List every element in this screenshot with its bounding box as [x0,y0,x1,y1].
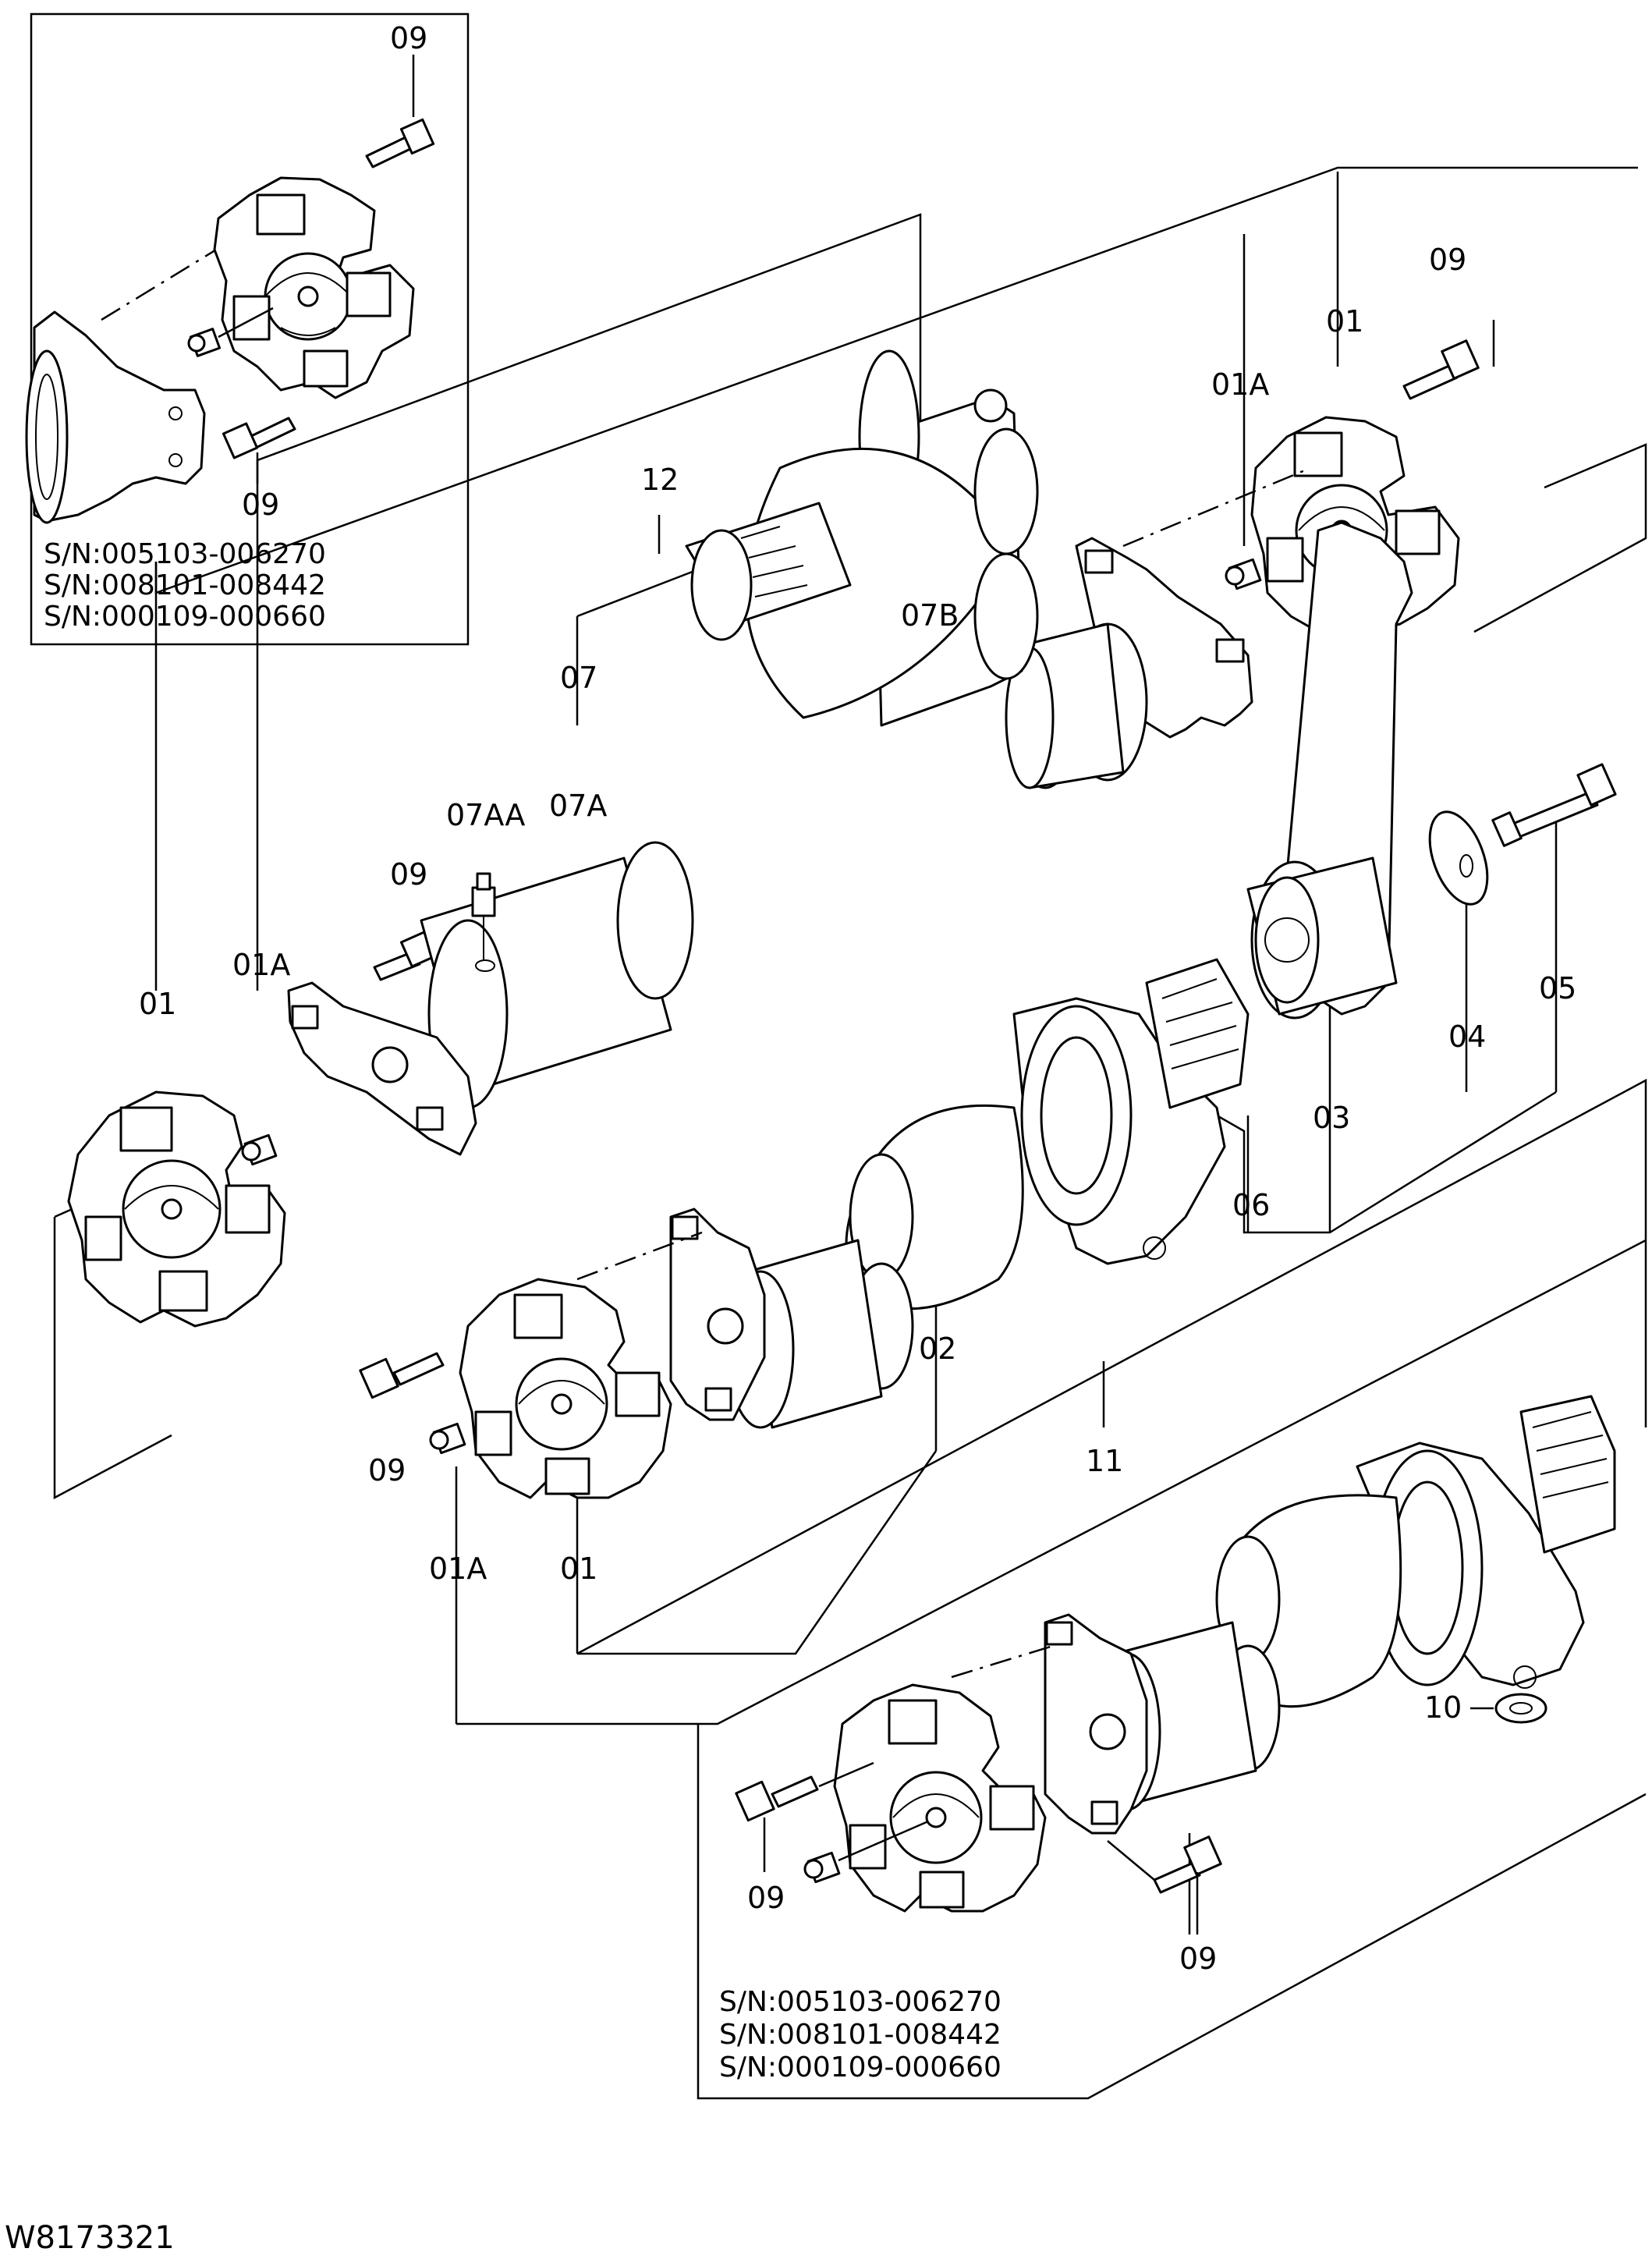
callout-10: 10 [1424,1690,1462,1725]
inset-yoke [25,310,206,524]
callout-bot-09-right: 09 [1179,1942,1217,1976]
top-inset: 09 09 S/N:005103-006270 S/N:008101-00844… [25,12,470,646]
middle-grease-nipple [429,1422,466,1455]
callout-inset-09-upper: 09 [390,21,427,55]
upper-shaft-07b [685,349,1039,727]
flange-yoke-03 [1246,521,1413,1020]
callout-11: 11 [1086,1444,1123,1478]
left-spider-coupling [67,1090,286,1328]
callout-05: 05 [1539,971,1576,1005]
slip-sleeve-07a [287,841,694,1156]
callout-03: 03 [1313,1101,1350,1135]
sn-note-top-3: S/N:000109-000660 [44,601,326,633]
bottom-bolt-right [1107,1835,1222,1894]
bottom-grease-nipple [803,1820,929,1884]
callout-right-01: 01 [1326,304,1363,339]
callout-07aa: 07AA [446,798,525,832]
callout-right-01a: 01A [1211,367,1269,402]
callout-left-01a: 01A [232,948,290,982]
right-grease-nipple [1122,466,1311,590]
callout-07: 07 [560,661,597,695]
left-grease-nipple [241,1133,278,1166]
sn-note-bottom-1: S/N:005103-006270 [719,1986,1001,2018]
sn-note-bottom-2: S/N:008101-008442 [719,2019,1001,2051]
callout-inset-09-lower: 09 [242,488,279,522]
callout-07b: 07B [901,598,959,633]
inset-spider-coupling [213,176,415,399]
washer-04 [1428,810,1489,906]
center-bearing-06 [1012,958,1250,1265]
inset-bolt-lower [222,417,296,459]
sn-note-top-1: S/N:005103-006270 [44,538,326,570]
upper-yoke-07b [1005,537,1253,789]
callout-02: 02 [919,1332,956,1366]
center-shaft-02 [669,1104,1024,1429]
bottom-inset: S/N:005103-006270 S/N:008101-008442 S/N:… [719,1395,1616,2083]
bottom-shaft [1044,1494,1402,1835]
sn-note-top-2: S/N:008101-008442 [44,569,326,601]
callout-06: 06 [1232,1188,1270,1222]
bottom-spider-coupling [833,1683,1047,1913]
right-bolt [1402,339,1480,400]
callout-bot-09-left: 09 [747,1881,785,1915]
inset-bolt-upper [365,118,435,168]
callout-left-01: 01 [139,987,176,1021]
callout-mid-09: 09 [368,1453,406,1488]
drawing-code: W8173321 [5,2220,175,2256]
washer-10 [1470,1693,1547,1724]
callout-mid-01a: 01A [429,1552,487,1586]
bolt-05 [1491,763,1617,847]
leader-lines [53,166,1647,2100]
callout-mid-01: 01 [560,1552,597,1586]
middle-bolt [359,1352,445,1399]
sn-note-bottom-3: S/N:000109-000660 [719,2052,1001,2083]
callout-left-09: 09 [390,857,427,892]
callout-07a: 07A [549,789,607,823]
inset-grease-nipple [187,307,274,357]
bottom-bolt-left [735,1761,874,1822]
grease-fitting-07aa [471,872,496,972]
callout-right-09: 09 [1429,243,1466,277]
callout-labels: 09 01 01A 12 07B 07 07AA 07A 09 01A 01 0… [139,243,1576,1976]
callout-12: 12 [641,463,679,497]
bottom-bearing [1356,1395,1616,1689]
middle-spider-coupling [459,1278,672,1499]
callout-04: 04 [1448,1020,1486,1054]
